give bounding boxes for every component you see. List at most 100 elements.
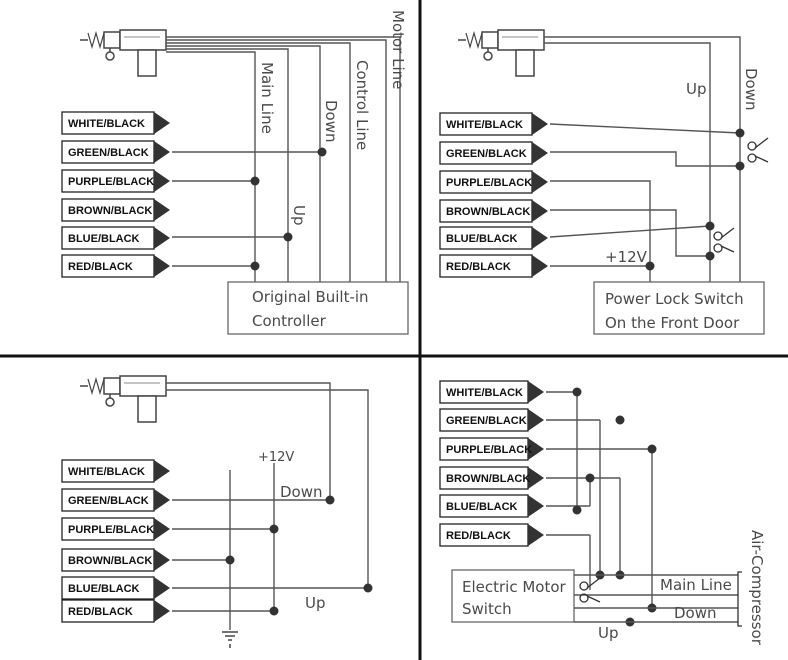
wire-tag-green-black: GREEN/BLACK bbox=[439, 141, 548, 165]
wire-tag-label: RED/BLACK bbox=[446, 530, 511, 542]
wire-tag-purple-black: PURPLE/BLACK bbox=[61, 169, 170, 193]
v12-label: +12V bbox=[258, 450, 294, 465]
main-line-label: Main Line bbox=[660, 576, 732, 594]
actuator-icon bbox=[79, 29, 167, 77]
wire-tag-label: RED/BLACK bbox=[446, 261, 511, 273]
plug-arrow-icon bbox=[154, 227, 170, 249]
wire-tag-red-black: RED/BLACK bbox=[61, 254, 170, 278]
control-line-label: Control Line bbox=[353, 60, 371, 150]
panel-power-lock-switch: Up Down +12V Power Lock Switch On the Fr… bbox=[439, 29, 769, 335]
plug-arrow-icon bbox=[154, 489, 170, 511]
down-label: Down bbox=[280, 483, 323, 501]
motor-switch-line2: Switch bbox=[462, 600, 512, 618]
up-wire bbox=[166, 48, 289, 282]
plug-arrow-icon bbox=[154, 141, 170, 163]
wire-tag-label: PURPLE/BLACK bbox=[68, 176, 154, 188]
wire-tag-label: BLUE/BLACK bbox=[446, 501, 518, 513]
wire-tag-blue-black: BLUE/BLACK bbox=[439, 226, 548, 250]
up-label: Up bbox=[290, 205, 308, 226]
wire-tag-white-black: WHITE/BLACK bbox=[439, 112, 548, 136]
plug-arrow-icon bbox=[528, 381, 544, 403]
plug-arrow-icon bbox=[154, 199, 170, 221]
connector-tags: WHITE/BLACK GREEN/BLACK PURPLE/BLACK BROWN/… bbox=[439, 112, 548, 278]
plug-arrow-icon bbox=[528, 467, 544, 489]
wire-tag-label: WHITE/BLACK bbox=[446, 387, 523, 399]
wire-tag-label: BROWN/BLACK bbox=[446, 473, 530, 485]
down-label: Down bbox=[322, 100, 340, 143]
down-wire bbox=[166, 45, 321, 282]
plug-arrow-icon bbox=[532, 255, 548, 277]
wire-tag-label: GREEN/BLACK bbox=[446, 415, 527, 427]
plug-arrow-icon bbox=[154, 112, 170, 134]
plug-arrow-icon bbox=[154, 600, 170, 622]
panel-12v-wiring: +12V Down Up WHITE/BLACK GREEN/BLACK PURPL… bbox=[61, 375, 373, 648]
connector-tags: WHITE/BLACK GREEN/BLACK PURPLE/BLACK BROWN/… bbox=[61, 459, 170, 623]
wire-tag-brown-black: BROWN/BLACK bbox=[61, 548, 170, 572]
plug-arrow-icon bbox=[532, 200, 548, 222]
wire-tag-label: GREEN/BLACK bbox=[68, 495, 149, 507]
wire-tag-label: PURPLE/BLACK bbox=[446, 177, 532, 189]
wire-tag-label: BLUE/BLACK bbox=[446, 233, 518, 245]
wire-tag-blue-black: BLUE/BLACK bbox=[61, 226, 170, 250]
wire-tag-white-black: WHITE/BLACK bbox=[439, 380, 544, 404]
air-compressor-label: Air-Compressor bbox=[748, 530, 766, 646]
scissors-icon bbox=[579, 577, 601, 603]
plug-arrow-icon bbox=[154, 549, 170, 571]
connector-tags: WHITE/BLACKGREEN/BLACKPURPLE/BLACKBROWN/… bbox=[61, 111, 170, 278]
wire-tag-blue-black: BLUE/BLACK bbox=[439, 494, 544, 518]
controller-box bbox=[227, 281, 409, 335]
wire-tag-label: PURPLE/BLACK bbox=[446, 444, 532, 456]
controller-box-line2: Controller bbox=[252, 312, 327, 330]
main-line-wire bbox=[166, 51, 256, 282]
wire-tag-purple-black: PURPLE/BLACK bbox=[439, 437, 544, 461]
wire-tag-label: BLUE/BLACK bbox=[68, 233, 140, 245]
panel-air-compressor: Electric Motor Switch Main Line Down Up … bbox=[439, 380, 766, 646]
wire-tag-brown-black: BROWN/BLACK bbox=[439, 466, 544, 490]
main-line-label: Main Line bbox=[258, 62, 276, 134]
plug-arrow-icon bbox=[532, 227, 548, 249]
controller-box-line1: Original Built-in bbox=[252, 288, 369, 306]
actuator-icon bbox=[457, 29, 545, 77]
plug-arrow-icon bbox=[154, 460, 170, 482]
wire-tag-label: WHITE/BLACK bbox=[68, 466, 145, 478]
plug-arrow-icon bbox=[154, 518, 170, 540]
wire-tag-label: RED/BLACK bbox=[68, 606, 133, 618]
wire-tag-label: PURPLE/BLACK bbox=[68, 524, 154, 536]
switch-box-line2: On the Front Door bbox=[605, 314, 740, 332]
wire-tag-label: GREEN/BLACK bbox=[446, 148, 527, 160]
wire-tag-label: WHITE/BLACK bbox=[446, 119, 523, 131]
wire-tag-red-black: RED/BLACK bbox=[439, 254, 548, 278]
wire-tag-white-black: WHITE/BLACK bbox=[61, 459, 170, 483]
wire-tag-brown-black: BROWN/BLACK bbox=[439, 199, 548, 223]
power-lock-switch-box bbox=[593, 281, 765, 335]
wire-tag-label: BROWN/BLACK bbox=[446, 206, 530, 218]
motor-line-wire-2 bbox=[166, 39, 387, 282]
wire-tag-white-black: WHITE/BLACK bbox=[61, 111, 170, 135]
down-label: Down bbox=[742, 68, 760, 111]
wire-tag-blue-black: BLUE/BLACK bbox=[61, 576, 170, 600]
wire-tag-green-black: GREEN/BLACK bbox=[439, 408, 544, 432]
scissors-icon bbox=[713, 227, 735, 253]
wire-tag-label: GREEN/BLACK bbox=[68, 147, 149, 159]
scissors-icon bbox=[747, 137, 769, 163]
wire-tag-label: RED/BLACK bbox=[68, 261, 133, 273]
plug-arrow-icon bbox=[528, 409, 544, 431]
up-label: Up bbox=[305, 594, 326, 612]
up-label: Up bbox=[598, 624, 619, 642]
wire-tag-red-black: RED/BLACK bbox=[61, 599, 170, 623]
switch-box-line1: Power Lock Switch bbox=[605, 290, 744, 308]
up-wire bbox=[544, 42, 711, 282]
down-label: Down bbox=[674, 604, 717, 622]
panel-original-controller: Main Line Down Control Line Motor Line U… bbox=[61, 10, 409, 335]
plug-arrow-icon bbox=[528, 438, 544, 460]
plug-arrow-icon bbox=[532, 113, 548, 135]
wire-tag-green-black: GREEN/BLACK bbox=[61, 140, 170, 164]
plug-arrow-icon bbox=[154, 170, 170, 192]
actuator-icon bbox=[79, 375, 167, 423]
wire-tag-label: BROWN/BLACK bbox=[68, 555, 152, 567]
control-line-wire bbox=[166, 42, 351, 282]
plug-arrow-icon bbox=[528, 495, 544, 517]
plug-arrow-icon bbox=[532, 171, 548, 193]
up-wire bbox=[166, 389, 369, 588]
